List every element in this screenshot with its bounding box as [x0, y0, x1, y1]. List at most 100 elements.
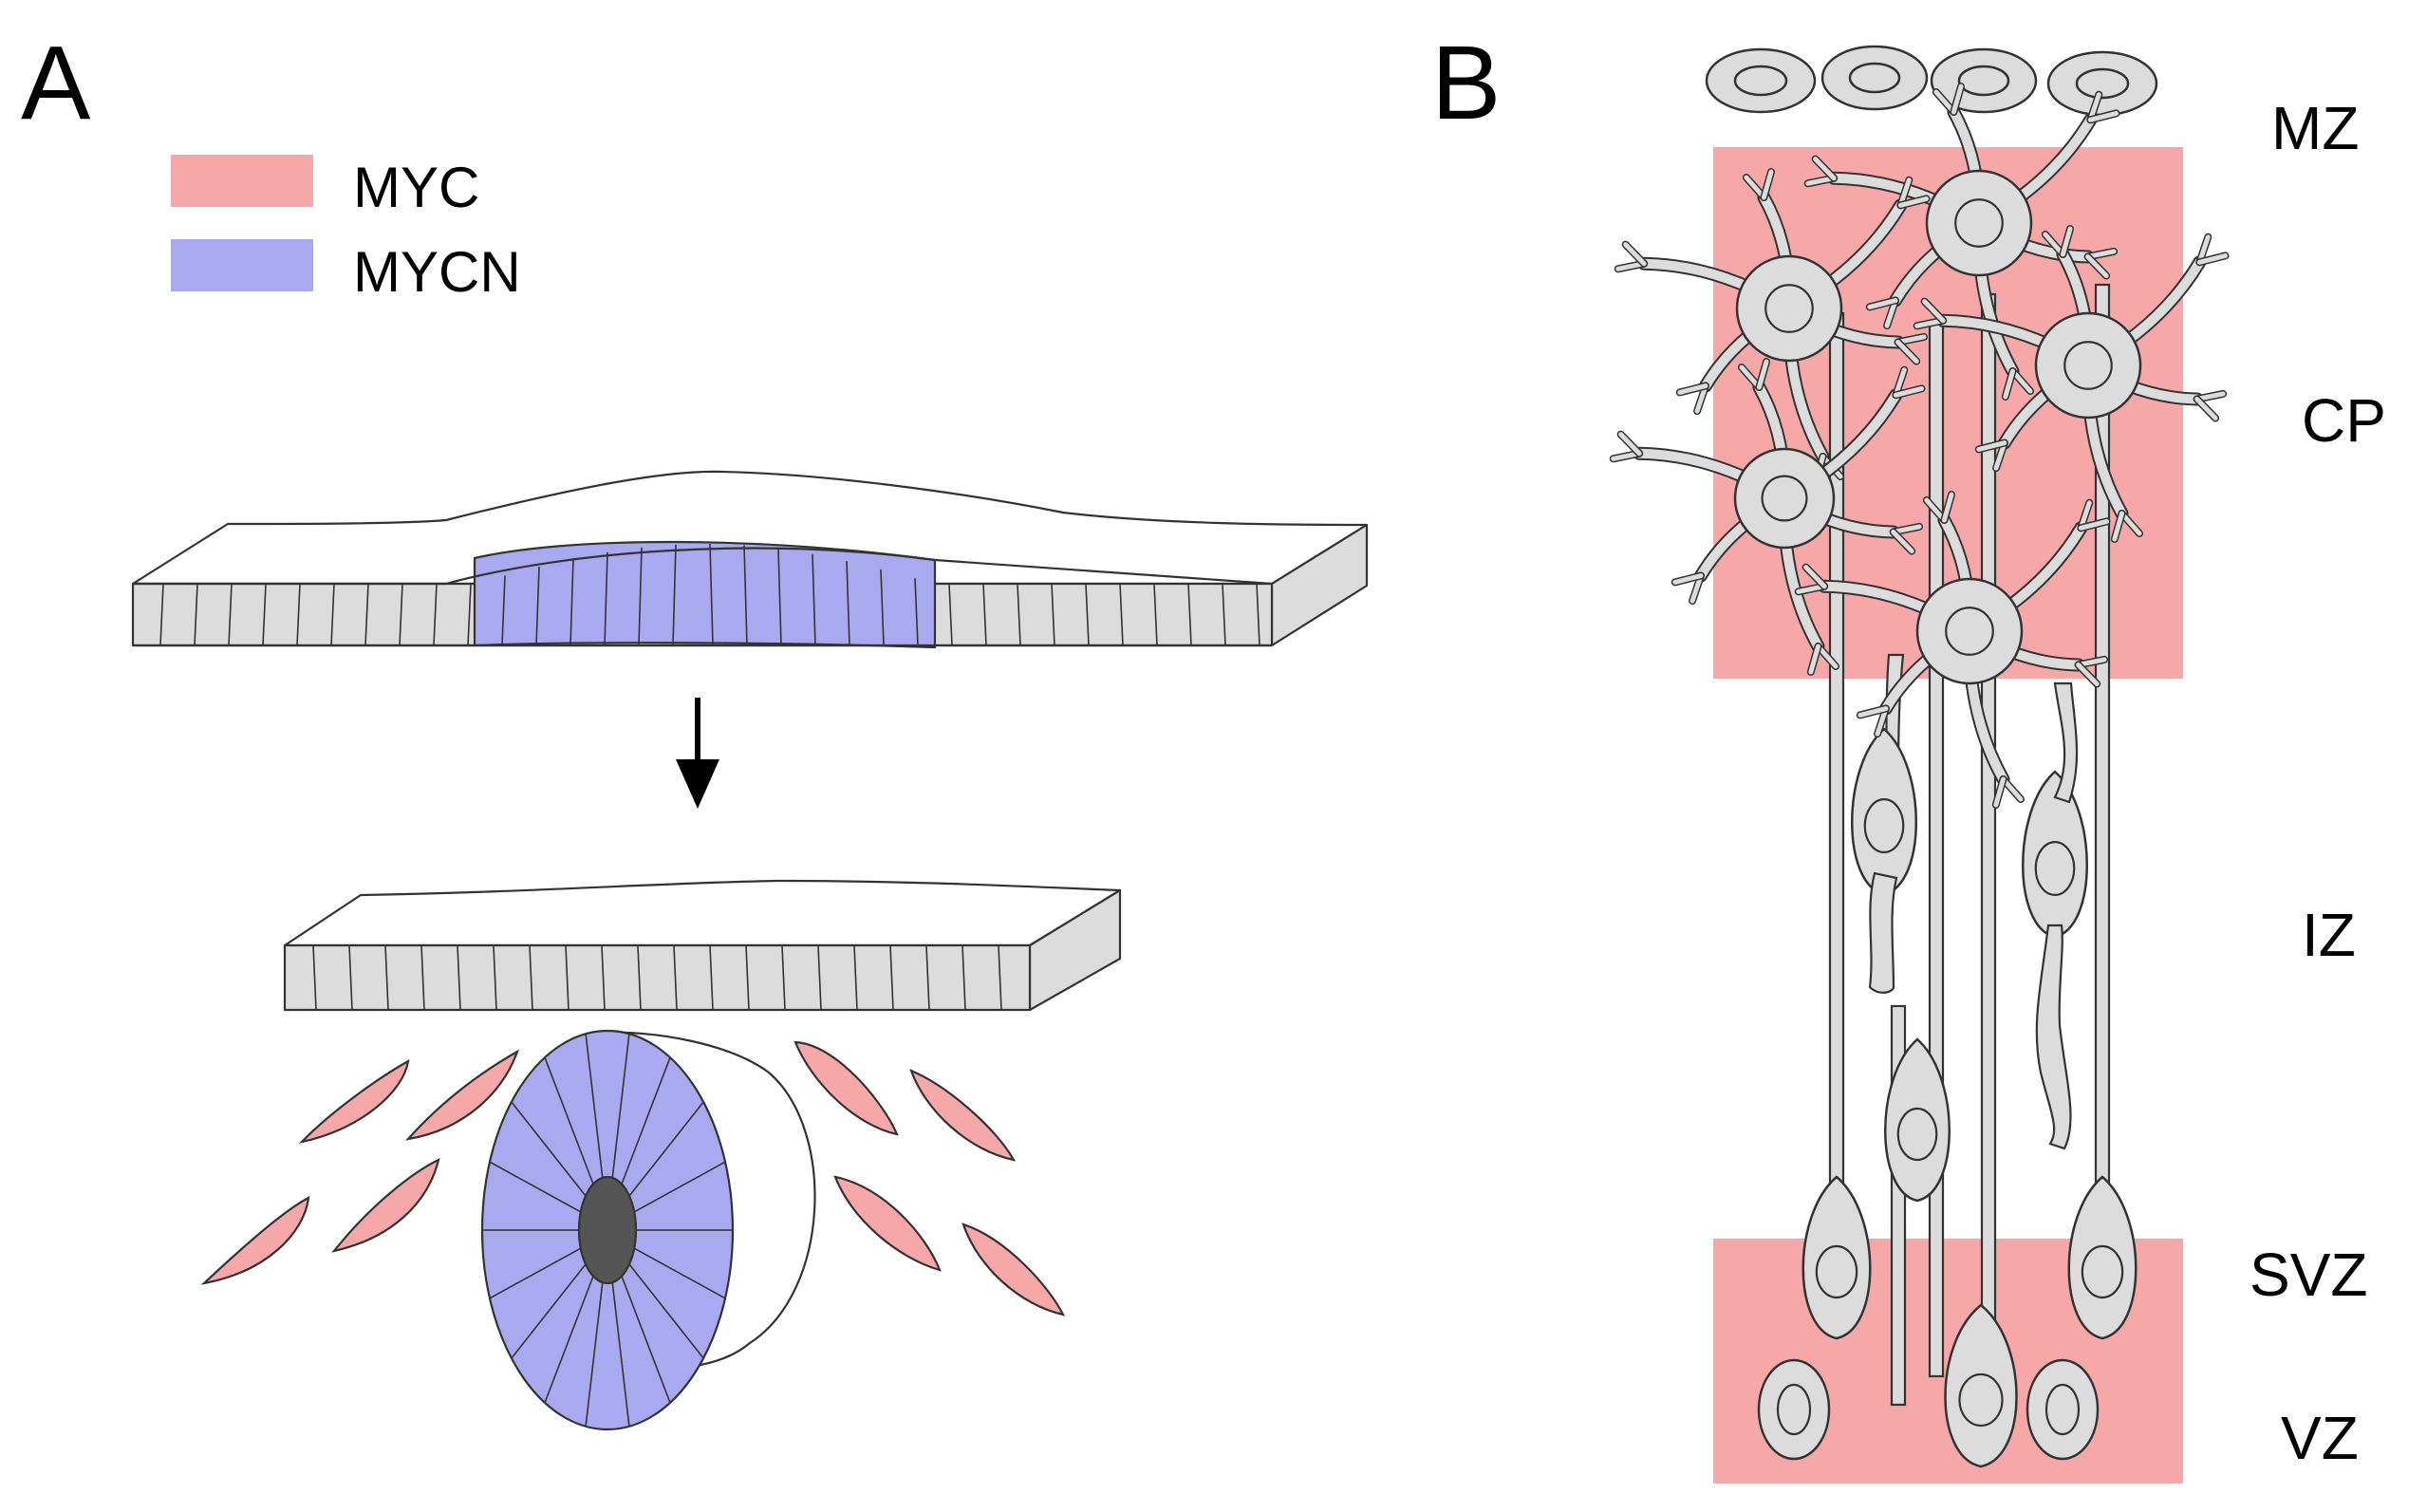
cajal-retzius-nucleus [1733, 65, 1788, 97]
cell-border [781, 944, 786, 1011]
neural-plate-front-blue [473, 540, 937, 649]
cell-border [743, 545, 748, 646]
dendrite-branch [1623, 242, 1647, 267]
nucleus [1958, 1372, 2004, 1428]
dendrite-branch [1618, 432, 1642, 457]
cell-body [2067, 1175, 2138, 1340]
dendrite-branch [1858, 706, 1889, 718]
dendrite-branch [1941, 492, 1954, 523]
dendrite-branch [1756, 359, 1769, 390]
dendrite-branch [2060, 226, 2073, 257]
zone-label-svz: SVZ [2250, 1241, 2367, 1309]
cell-border [330, 583, 335, 646]
cell-body [1757, 1358, 1831, 1461]
neuron-nucleus [1764, 284, 1814, 333]
cell-border [633, 1161, 726, 1213]
cell-border [262, 583, 267, 646]
cell-border [628, 1263, 704, 1359]
legend-swatch-myc [171, 155, 313, 207]
cajal-retzius-cell [1820, 45, 1929, 111]
neuron-soma [1915, 577, 2024, 685]
cell-border [585, 1282, 604, 1427]
dendrite-branch [2003, 368, 2015, 400]
cajal-retzius-nucleus [2075, 67, 2130, 100]
cell-border [511, 1263, 587, 1359]
cajal-retzius-cell [2046, 50, 2158, 117]
neural-crest-cells [200, 1040, 1066, 1316]
cell-border [1153, 583, 1158, 646]
cell-border [544, 1276, 594, 1404]
cell-border [565, 944, 569, 1011]
cell-border [673, 944, 678, 1011]
surface-ectoderm-top [283, 879, 1122, 947]
zone-label-cp: CP [2302, 386, 2386, 455]
dendrite-branch [2194, 396, 2218, 421]
cell-border [348, 944, 353, 1011]
cell-border [914, 578, 919, 646]
cell-border [709, 544, 714, 646]
cell-border [846, 561, 850, 646]
cell-border [194, 583, 198, 646]
cell-border [544, 1056, 594, 1185]
cell-border [982, 583, 987, 646]
dendrite-branch [1761, 169, 1774, 200]
dendrite-branch [1808, 644, 1820, 675]
cell-border [457, 944, 461, 1011]
neural-plate [131, 470, 1369, 649]
cell-border [777, 549, 782, 646]
dendrite-branch [1672, 573, 1704, 585]
cell-border [601, 944, 606, 1011]
cajal-retzius-nucleus [1957, 65, 2010, 97]
nucleus [1863, 797, 1905, 853]
panel-b-label: B [1431, 25, 1501, 141]
dendrite-branch [1951, 84, 1964, 115]
neuron-nucleus [2063, 341, 2113, 390]
dendrite-branch [1893, 385, 1925, 398]
cell-border [433, 583, 438, 646]
nucleus [1776, 1383, 1812, 1436]
cell-border [420, 944, 425, 1011]
cell-border [1187, 583, 1192, 646]
trailing-process [2035, 924, 2072, 1150]
dendrite-branch [1993, 776, 2006, 808]
cell-border [467, 583, 472, 646]
surface-ectoderm [283, 879, 1122, 1012]
zone-label-iz: IZ [2302, 901, 2356, 969]
cell-border [604, 551, 608, 646]
neural-crest-cell [298, 1058, 410, 1144]
neural-plate-cell-borders [159, 544, 1260, 646]
cell-border [611, 1282, 630, 1427]
cell-border [159, 583, 164, 646]
cell-border [817, 944, 822, 1011]
neuron-nucleus [1761, 475, 1808, 522]
trailing-process [1868, 871, 1898, 994]
neural-crest-cell [200, 1196, 310, 1285]
cell-border [948, 583, 953, 646]
zone-label-vz: VZ [2281, 1404, 2359, 1472]
cell-border [812, 553, 816, 646]
zone-labels: MZ CP IZ SVZ VZ [2250, 94, 2386, 1472]
dendrite-branch [1976, 440, 2007, 452]
dendrite-branch [1922, 299, 1946, 324]
cell-body [1944, 1303, 2018, 1468]
legend-label-myc: MYC [353, 156, 479, 219]
nucleus [2034, 840, 2076, 896]
cajal-retzius-nucleus [1848, 62, 1901, 94]
cell-border [880, 569, 885, 646]
neuron-soma [1735, 254, 1843, 363]
cell-border [1051, 583, 1055, 646]
cell-border [1119, 583, 1124, 646]
cell-border [925, 944, 930, 1011]
neural-plate-top [131, 470, 1369, 586]
cell-border [889, 944, 894, 1011]
legend: MYC MYCN [171, 155, 521, 304]
neural-crest-cell [331, 1157, 440, 1253]
surface-ectoderm-cell-borders [312, 944, 1002, 1011]
radial-fiber [1928, 321, 1945, 1378]
cell-border [384, 944, 389, 1011]
cell-border [611, 1034, 630, 1178]
surface-ectoderm-front [283, 943, 1032, 1012]
cell-body [2026, 1358, 2100, 1461]
nucleus [2044, 1383, 2081, 1436]
